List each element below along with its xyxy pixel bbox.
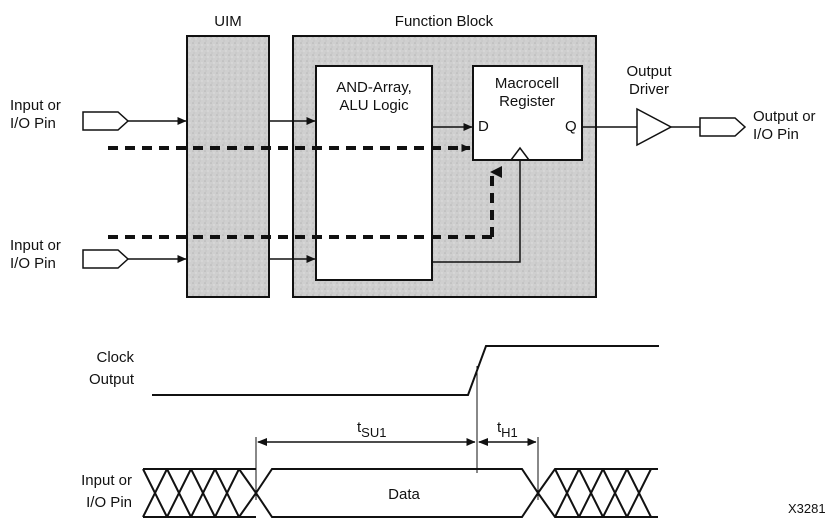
output-pin-icon [699,117,747,137]
th-label: tH1 [497,419,518,440]
input-pin-timing-label-line1: Input or [81,472,132,489]
and-array-label-line1: AND-Array, [336,79,412,96]
input-pin-bottom-label-line2: I/O Pin [10,255,56,272]
uim-block [186,35,270,298]
port-q-label: Q [565,118,577,135]
clock-output-label-line1: Clock [96,349,134,366]
macrocell-label-line2: Register [499,93,555,110]
input-pin-top-icon [82,111,130,131]
and-array-label-line2: ALU Logic [339,97,409,114]
input-pin-bottom-label-line1: Input or [10,237,61,254]
clock-output-label-line2: Output [89,371,135,388]
uim-label: UIM [214,13,242,30]
data-label: Data [388,486,420,503]
output-driver-label-line2: Driver [629,81,669,98]
input-pin-bottom-icon [82,249,130,269]
input-pin-top-label-line2: I/O Pin [10,115,56,132]
th-label-main: t [497,419,502,436]
input-pin-timing-label-line2: I/O Pin [86,494,132,511]
output-driver-label-line1: Output [626,63,672,80]
output-pin-label-line2: I/O Pin [753,126,799,143]
macrocell-label-line1: Macrocell [495,75,559,92]
output-pin-label-line1: Output or [753,108,816,125]
macrocell-register-block [472,65,583,161]
tsu-arrow-left [257,438,267,446]
tsu-label: tSU1 [357,419,386,440]
clock-waveform [152,345,659,396]
and-array-block [315,65,433,281]
tsu-label-sub: SU1 [361,425,386,440]
data-waveform [142,468,658,518]
output-driver-icon [636,107,673,147]
function-block-label: Function Block [395,13,494,30]
figure-id: X3281 [788,501,826,516]
tsu-label-main: t [357,419,362,436]
th-label-sub: H1 [501,425,518,440]
port-d-label: D [478,118,489,135]
th-arrow-left [478,438,488,446]
input-pin-top-label-line1: Input or [10,97,61,114]
wire-clock-path [432,161,521,263]
